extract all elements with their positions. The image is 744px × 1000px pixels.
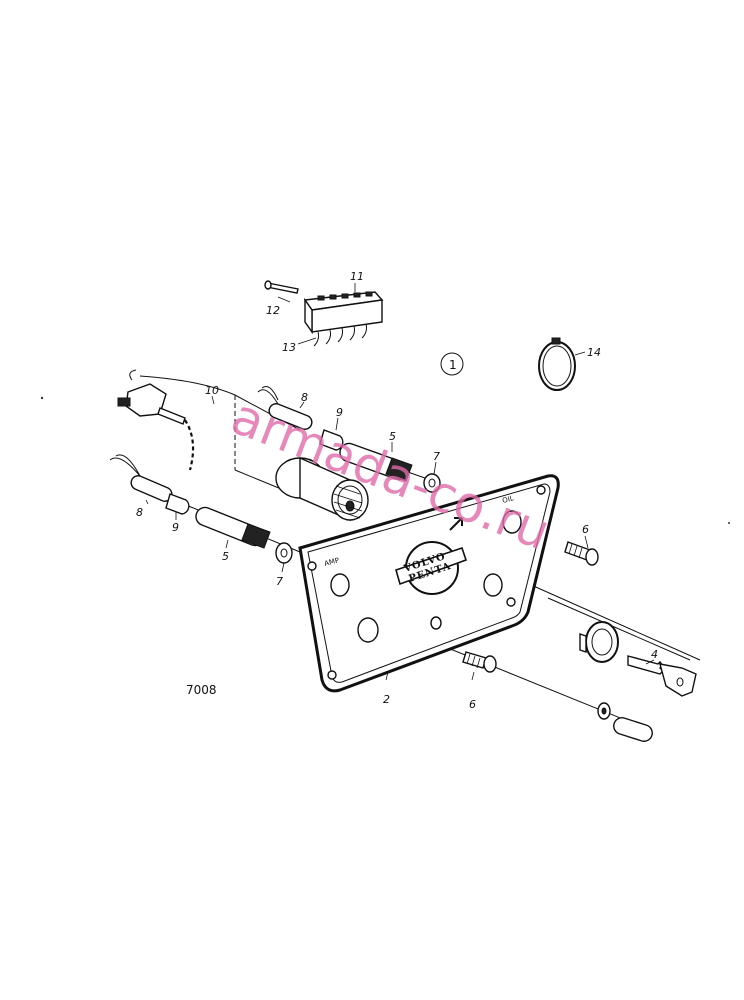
lamp-socket-upper	[257, 386, 313, 430]
callout-7-upper: 7	[433, 450, 440, 463]
callout-10: 10	[205, 384, 219, 397]
speck	[728, 522, 730, 524]
callout-12: 12	[266, 304, 280, 317]
callout-6-right: 6	[582, 523, 589, 536]
switch-connector	[117, 369, 186, 425]
leader-lines	[145, 395, 655, 681]
group-marker-circle	[440, 352, 464, 376]
callout-11: 11	[350, 270, 364, 283]
callout-14: 14	[587, 346, 601, 359]
ignition-key	[627, 655, 697, 697]
callout-6-bottom: 6	[469, 698, 476, 711]
callout-9-lower: 9	[172, 521, 179, 534]
callout-5-upper: 5	[389, 430, 396, 443]
terminal-screw	[264, 280, 299, 294]
washer-upper	[423, 473, 441, 493]
gauge-label-oil: OIL	[501, 494, 514, 505]
terminal-block	[303, 291, 384, 347]
hose-clamp	[538, 337, 576, 391]
ignition-lock	[579, 621, 619, 663]
callout-9-upper: 9	[336, 406, 343, 419]
callout-2: 2	[383, 693, 390, 706]
figure-number: 7008	[186, 683, 217, 697]
bulb-holder-upper	[339, 442, 413, 482]
instrument-panel: VOLVO PENTA AMP OIL	[298, 474, 560, 693]
lamp-socket-lower	[109, 454, 173, 502]
callout-labels: 11 12 13 14 1 10 8 9 5 7 8 9 5 7 6 4 2 6…	[136, 270, 658, 711]
callout-5-lower: 5	[222, 550, 229, 563]
bulb-upper	[319, 429, 344, 451]
callout-8-upper: 8	[301, 391, 308, 404]
callout-4: 4	[651, 648, 658, 661]
bulb-lower	[165, 493, 190, 515]
callout-7-lower: 7	[276, 575, 283, 588]
bulb-holder-lower	[195, 506, 271, 549]
group-marker: 1	[449, 358, 457, 372]
gauge-body	[275, 456, 369, 522]
washer-lower	[275, 542, 293, 564]
screw-right	[564, 541, 599, 566]
screw-bottom	[462, 651, 497, 673]
speck	[40, 396, 44, 400]
lamp-socket-small	[597, 702, 653, 742]
callout-8-lower: 8	[136, 506, 143, 519]
gauge-label-amp: AMP	[323, 556, 340, 568]
callout-13: 13	[282, 341, 296, 354]
